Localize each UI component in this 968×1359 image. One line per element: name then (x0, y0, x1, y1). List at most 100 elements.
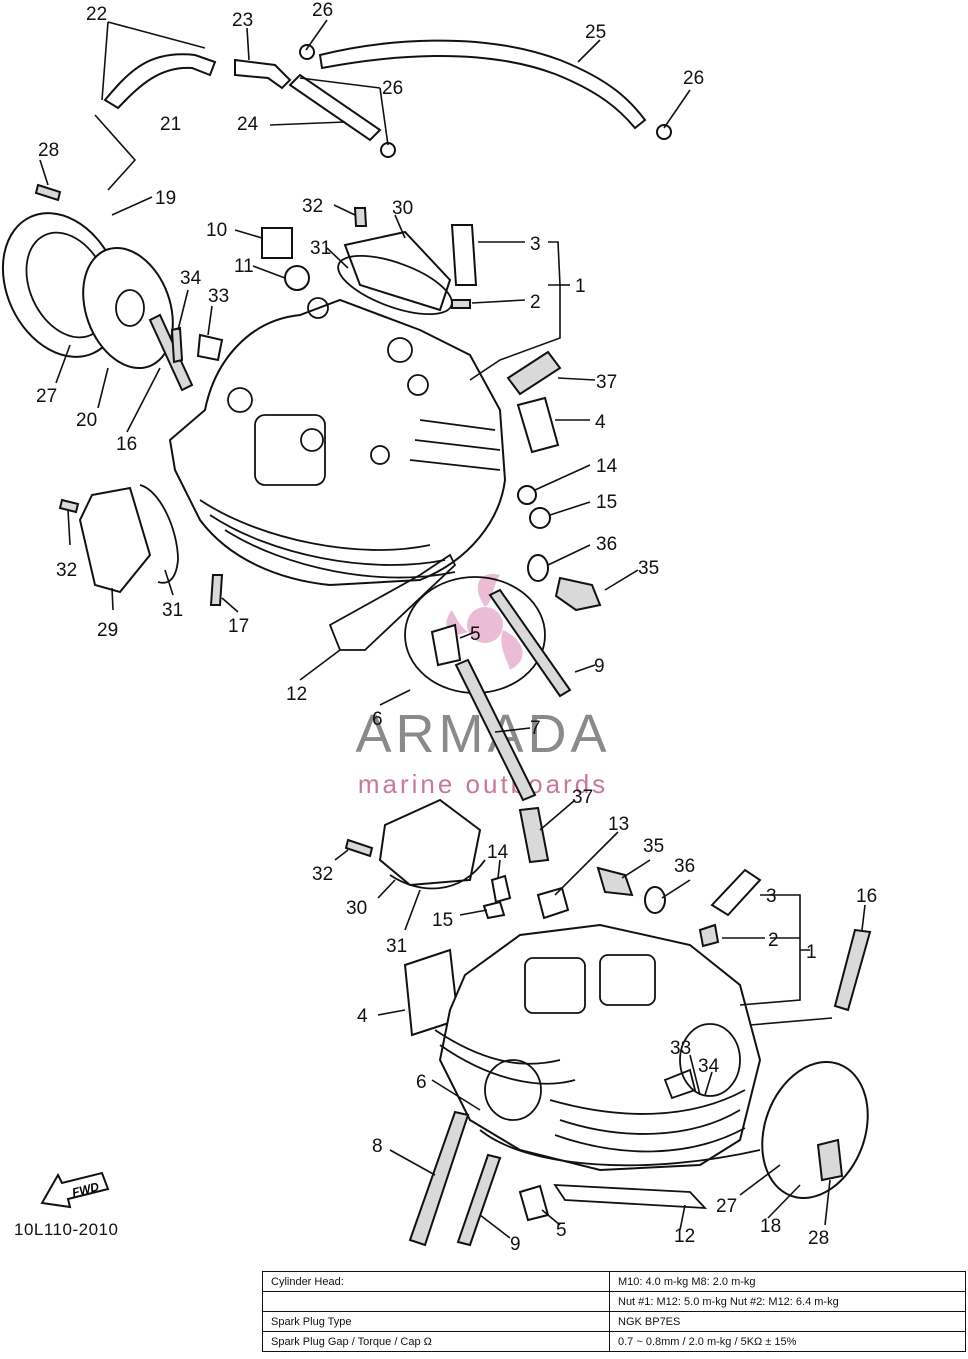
cap-5 (430, 623, 462, 667)
table-row: Spark Plug Type NGK BP7ES (262, 1311, 966, 1332)
callout-11: 11 (234, 256, 254, 277)
callout-12: 12 (674, 1226, 695, 1247)
torque-spec-table: Cylinder Head: M10: 4.0 m-kg M8: 2.0 m-k… (262, 1271, 966, 1352)
fitting-10 (261, 227, 293, 259)
callout-31: 31 (310, 238, 331, 259)
stud-7 (454, 658, 537, 802)
washer-36 (527, 554, 549, 582)
washer-36 (644, 886, 666, 914)
callout-26: 26 (683, 68, 704, 89)
callout-24: 24 (237, 114, 259, 135)
pin-2 (698, 923, 720, 948)
table-row: Nut #1: M12: 5.0 m-kg Nut #2: M12: 6.4 m… (262, 1291, 966, 1312)
callout-6: 6 (372, 709, 383, 730)
cover-30 (343, 230, 452, 312)
callout-37: 37 (572, 787, 593, 808)
callout-19: 19 (155, 188, 176, 209)
washer-15 (482, 900, 506, 920)
table-row: Cylinder Head: M10: 4.0 m-kg M8: 2.0 m-k… (262, 1271, 966, 1292)
clip-26 (380, 142, 396, 158)
callout-29: 29 (97, 620, 118, 641)
callout-14: 14 (596, 456, 618, 477)
bolt-28 (816, 1138, 844, 1182)
bracket-13 (536, 886, 570, 920)
gasket-12 (553, 1184, 708, 1210)
cover-29 (78, 486, 152, 594)
cylinder-head-upper (168, 298, 507, 587)
callout-7: 7 (530, 718, 541, 739)
callout-25: 25 (585, 22, 606, 43)
spec-value: NGK BP7ES (609, 1311, 966, 1332)
gasket-31 (139, 484, 179, 584)
callout-32: 32 (312, 864, 333, 885)
callout-9: 9 (510, 1234, 521, 1255)
washer-11 (284, 265, 310, 291)
callout-36: 36 (674, 856, 695, 877)
washer-15 (529, 507, 551, 529)
callout-30: 30 (346, 898, 367, 919)
callout-15: 15 (432, 910, 453, 931)
callout-1: 1 (806, 942, 817, 963)
callout-13: 13 (608, 814, 629, 835)
callout-9: 9 (594, 656, 605, 677)
callout-21: 21 (160, 114, 181, 135)
callout-2: 2 (530, 292, 541, 313)
callout-27: 27 (36, 386, 57, 407)
leader-lines (39, 19, 866, 1239)
lower-cylinder-head-assembly (344, 798, 872, 1247)
callout-16: 16 (116, 434, 137, 455)
spark-plug-37 (518, 806, 550, 864)
sleeve-3 (710, 868, 762, 917)
callout-14: 14 (487, 842, 509, 863)
spec-label: Spark Plug Type (262, 1311, 610, 1332)
clip-26 (656, 124, 672, 140)
stud-8 (408, 1110, 470, 1247)
hose-24 (288, 73, 382, 142)
callout-27: 27 (716, 1196, 737, 1217)
callout-34: 34 (180, 268, 202, 289)
callout-15: 15 (596, 492, 617, 513)
callout-5: 5 (470, 624, 481, 645)
callout-26: 26 (382, 78, 403, 99)
stud-17 (209, 574, 224, 606)
callout-36: 36 (596, 534, 617, 555)
callout-32: 32 (56, 560, 77, 581)
bracket-33 (196, 333, 224, 362)
callout-31: 31 (162, 600, 183, 621)
nut-14 (490, 874, 512, 904)
callout-34: 34 (698, 1056, 720, 1077)
callout-26: 26 (312, 0, 333, 21)
pin-2 (451, 299, 471, 309)
bolt-34 (170, 326, 184, 364)
callout-33: 33 (670, 1038, 691, 1059)
spec-value: M10: 4.0 m-kg M8: 2.0 m-kg (609, 1271, 966, 1292)
spec-label: Spark Plug Gap / Torque / Cap Ω (262, 1331, 610, 1352)
callout-10: 10 (206, 220, 227, 241)
spec-label: Cylinder Head: (262, 1271, 610, 1292)
callout-3: 3 (766, 886, 777, 907)
bolt-32 (344, 838, 374, 858)
callout-28: 28 (808, 1228, 829, 1249)
bolt-32 (58, 498, 80, 514)
callout-18: 18 (760, 1216, 781, 1237)
table-row: Spark Plug Gap / Torque / Cap Ω 0.7 ~ 0.… (262, 1331, 966, 1352)
callout-5: 5 (556, 1220, 567, 1241)
bolt-35 (596, 866, 634, 897)
drawing-code: 10L110-2010 (14, 1220, 119, 1239)
callout-17: 17 (228, 616, 249, 637)
callout-12: 12 (286, 684, 307, 705)
gasket-20-hole (115, 289, 145, 327)
thermostat-cover-18 (761, 1061, 869, 1199)
gasket-20 (82, 246, 174, 370)
upper-cylinder-head-assembly (1, 39, 672, 802)
gasket-31 (389, 859, 486, 890)
hose-21 (103, 53, 217, 110)
callout-6: 6 (416, 1072, 427, 1093)
cylinder-head-lower (438, 923, 762, 1172)
stud-9 (488, 588, 572, 698)
bolt-16 (148, 313, 194, 392)
callout-30: 30 (392, 198, 413, 219)
cap-5 (518, 1184, 550, 1222)
nut-14 (517, 485, 537, 505)
callout-4: 4 (357, 1006, 368, 1027)
